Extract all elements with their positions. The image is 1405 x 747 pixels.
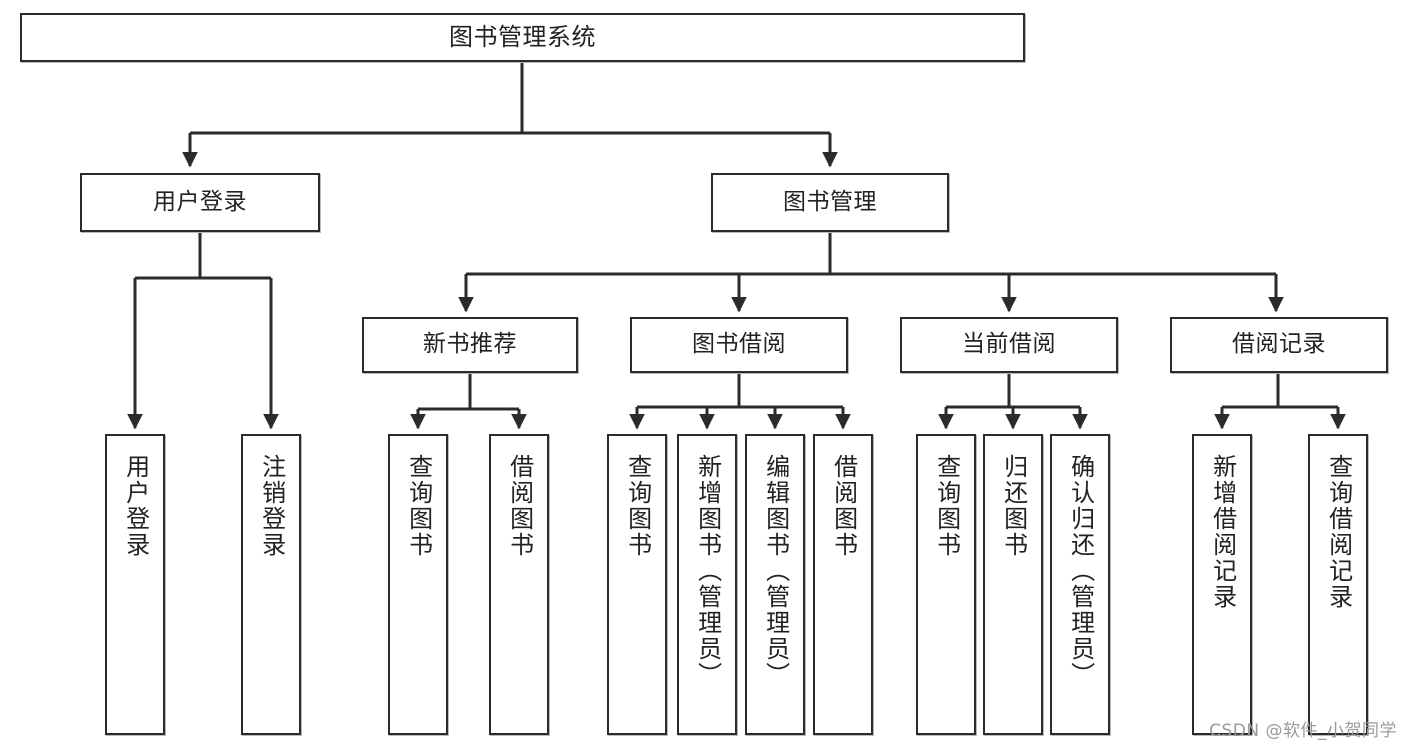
node-user-login[interactable]: 用户登录 (80, 173, 320, 232)
node-label: 注销登录 (257, 454, 286, 558)
node-book-manage[interactable]: 图书管理 (711, 173, 949, 232)
node-leaf-logout[interactable]: 注销登录 (241, 434, 301, 735)
node-label: 编辑图书（管理员） (761, 454, 790, 688)
node-label: 当前借阅 (962, 331, 1056, 358)
node-leaf-edit-book[interactable]: 编辑图书（管理员） (745, 434, 805, 735)
node-label: 图书管理系统 (449, 23, 596, 52)
node-label: 归还图书 (999, 454, 1028, 558)
node-leaf-user-login[interactable]: 用户登录 (105, 434, 165, 735)
node-label: 借阅记录 (1232, 331, 1326, 358)
node-label: 借阅图书 (829, 454, 858, 558)
node-root[interactable]: 图书管理系统 (20, 13, 1025, 62)
node-leaf-query-book-2[interactable]: 查询图书 (607, 434, 667, 735)
node-book-borrow[interactable]: 图书借阅 (630, 317, 848, 373)
node-leaf-add-book[interactable]: 新增图书（管理员） (677, 434, 737, 735)
node-label: 借阅图书 (505, 454, 534, 558)
node-label: 图书借阅 (692, 331, 786, 358)
node-leaf-borrow-book-2[interactable]: 借阅图书 (813, 434, 873, 735)
node-label: 查询图书 (623, 454, 652, 558)
node-leaf-confirm-return[interactable]: 确认归还（管理员） (1050, 434, 1110, 735)
node-leaf-query-book-1[interactable]: 查询图书 (388, 434, 448, 735)
node-label: 图书管理 (783, 188, 877, 215)
node-leaf-return-book[interactable]: 归还图书 (983, 434, 1043, 735)
node-leaf-query-record[interactable]: 查询借阅记录 (1308, 434, 1368, 735)
node-borrow-record[interactable]: 借阅记录 (1170, 317, 1388, 373)
node-label: 查询图书 (932, 454, 961, 558)
node-label: 用户登录 (153, 188, 247, 215)
node-label: 查询图书 (404, 454, 433, 558)
node-label: 用户登录 (121, 454, 150, 558)
node-label: 新书推荐 (423, 331, 517, 358)
node-leaf-add-record[interactable]: 新增借阅记录 (1192, 434, 1252, 735)
node-current-borrow[interactable]: 当前借阅 (900, 317, 1118, 373)
node-label: 查询借阅记录 (1324, 454, 1353, 610)
node-label: 新增图书（管理员） (693, 454, 722, 688)
node-label: 新增借阅记录 (1208, 454, 1237, 610)
node-leaf-borrow-book-1[interactable]: 借阅图书 (489, 434, 549, 735)
node-label: 确认归还（管理员） (1066, 454, 1095, 688)
csdn-watermark: CSDN @软件_小贺同学 (1209, 721, 1397, 741)
node-leaf-query-book-3[interactable]: 查询图书 (916, 434, 976, 735)
node-new-book-rec[interactable]: 新书推荐 (362, 317, 578, 373)
